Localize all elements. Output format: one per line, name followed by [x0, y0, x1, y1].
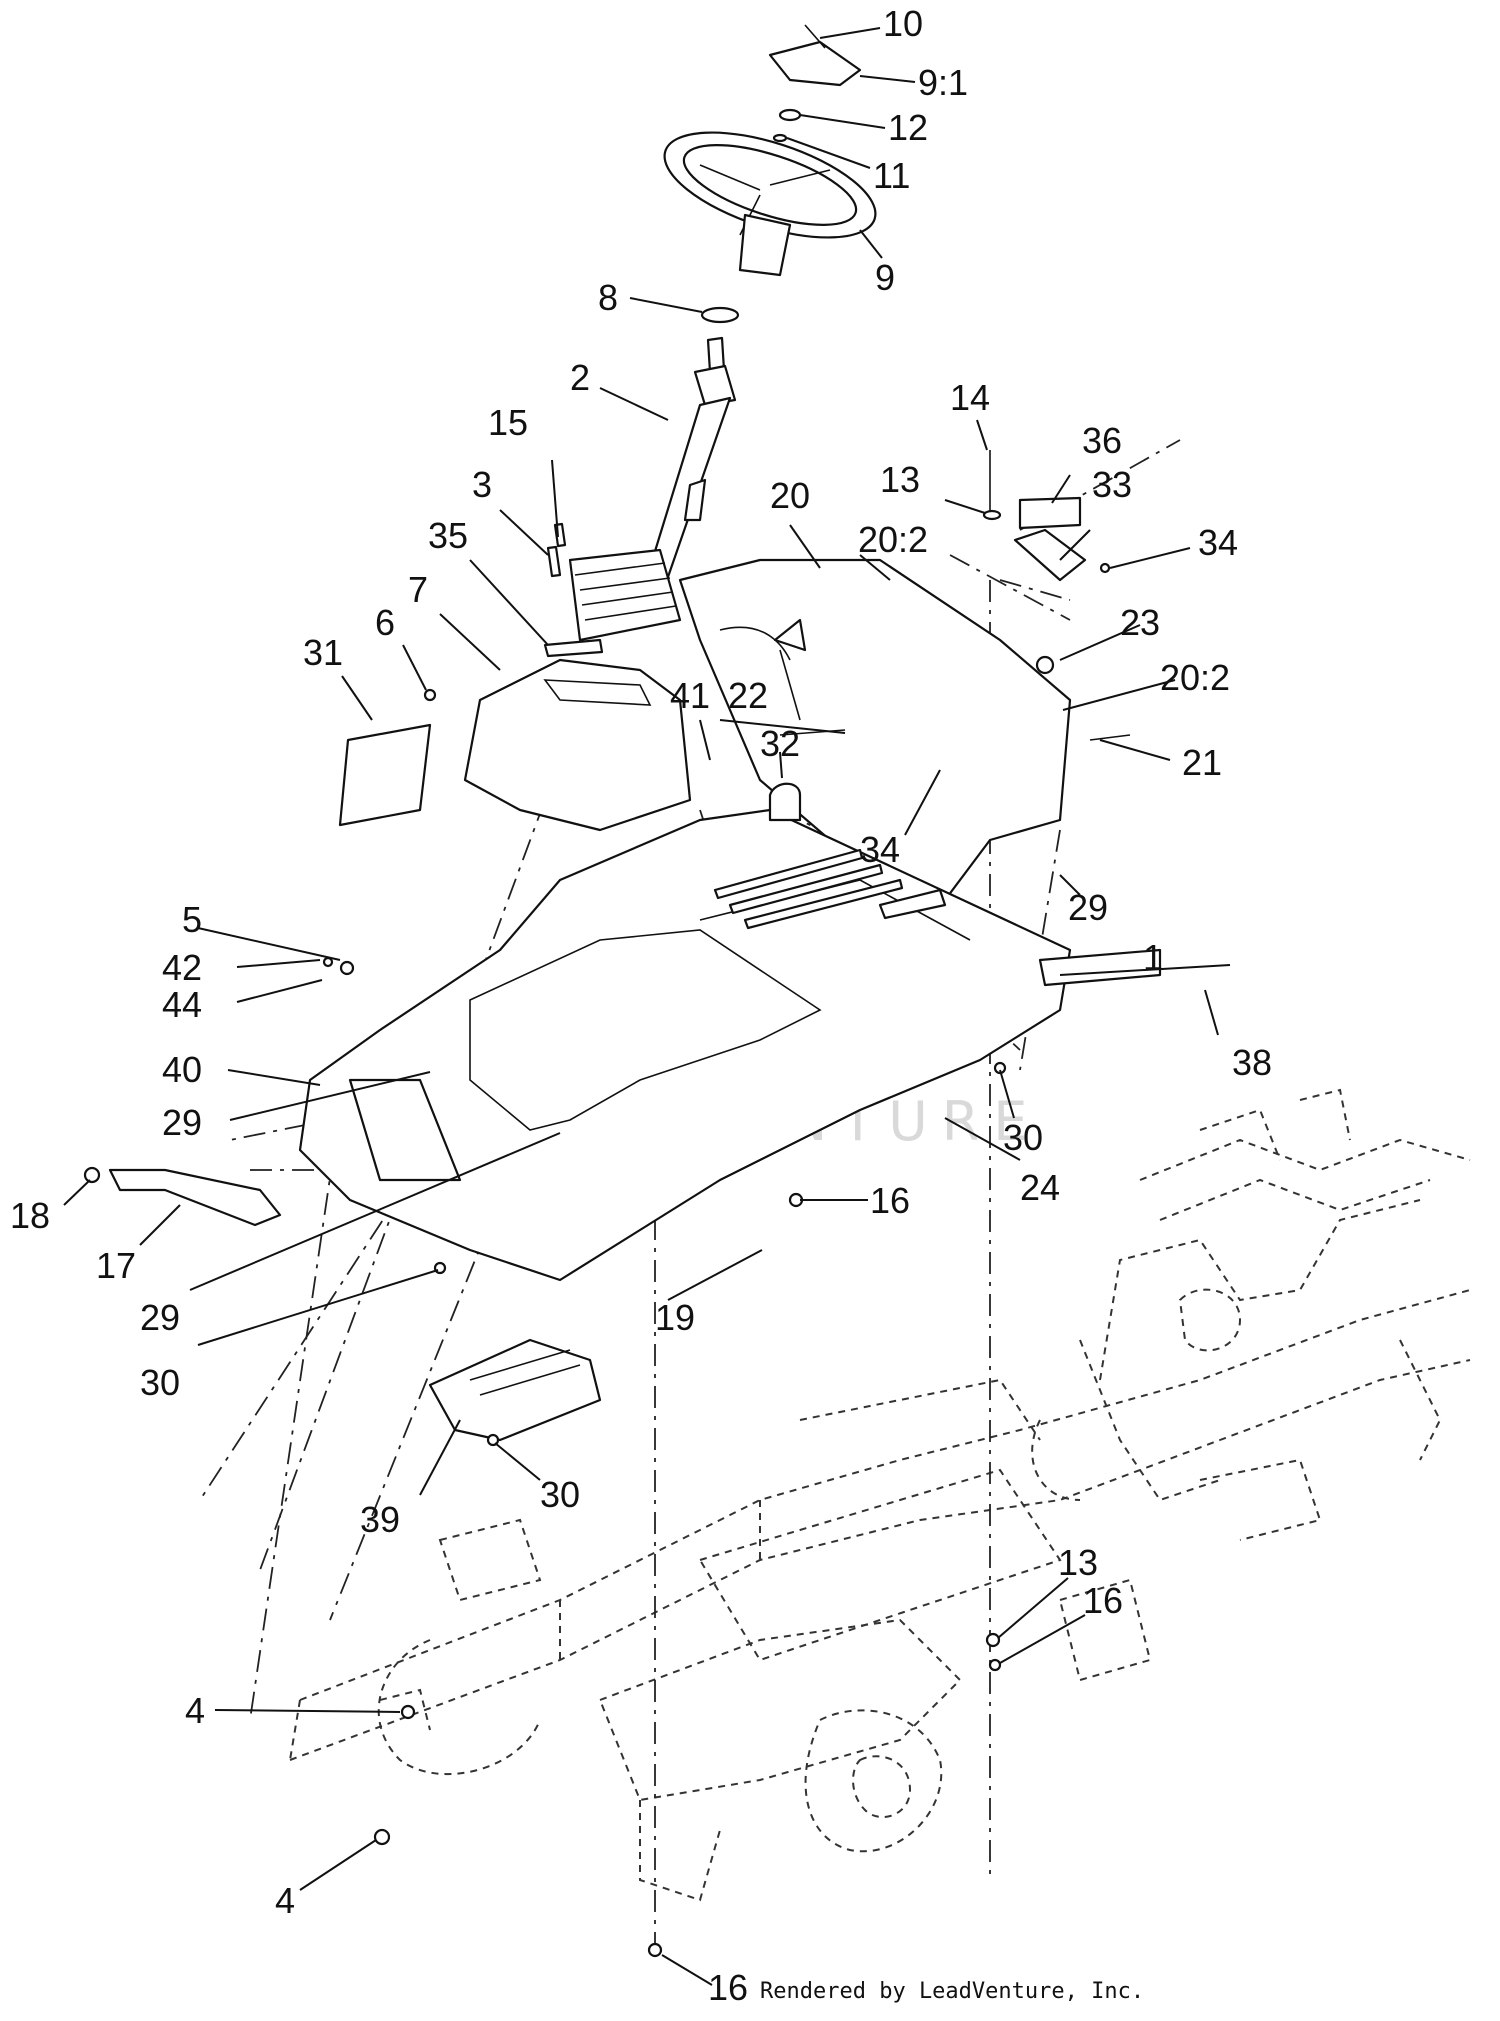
callout-17: 17	[96, 1245, 136, 1286]
callout-29-lower: 29	[140, 1297, 180, 1338]
washer-23	[1035, 655, 1055, 675]
callout-36: 36	[1082, 420, 1122, 461]
callout-22: 22	[728, 675, 768, 716]
callout-19: 19	[655, 1297, 695, 1338]
callout-38: 38	[1232, 1042, 1272, 1083]
callout-20-2-a: 20:2	[858, 519, 928, 560]
callout-31: 31	[303, 632, 343, 673]
callout-8: 8	[598, 277, 618, 318]
seat-support-20	[678, 558, 1072, 962]
render-credit: Rendered by LeadVenture, Inc.	[760, 1979, 1144, 2004]
callout-4-lower: 4	[275, 1880, 295, 1921]
callout-4-upper: 4	[185, 1690, 205, 1731]
callout-18: 18	[10, 1195, 50, 1236]
callout-16-mid: 16	[870, 1180, 910, 1221]
callout-20-2-b: 20:2	[1160, 657, 1230, 698]
cup-holder-32	[768, 782, 802, 822]
callout-20: 20	[770, 475, 810, 516]
steering-cap	[768, 40, 862, 87]
nut-5	[339, 960, 355, 976]
nut-16-bottom	[647, 1942, 663, 1958]
callout-12: 12	[888, 107, 928, 148]
nut-12	[778, 108, 802, 122]
callout-21: 21	[1182, 742, 1222, 783]
callout-42: 42	[162, 947, 202, 988]
callout-7: 7	[408, 569, 428, 610]
leader-lines	[63, 27, 1231, 1986]
nut-4-upper	[400, 1704, 416, 1720]
steering-wheel-assembly	[543, 24, 877, 658]
callout-34-right: 34	[1198, 522, 1238, 563]
washer-13-lower	[985, 1632, 1001, 1648]
callout-24: 24	[1020, 1167, 1060, 1208]
callout-13-lower: 13	[1058, 1542, 1098, 1583]
callout-14: 14	[950, 377, 990, 418]
callout-30-right: 30	[1003, 1117, 1043, 1158]
callout-3: 3	[472, 464, 492, 505]
callout-13-top: 13	[880, 459, 920, 500]
washer-13	[982, 509, 1002, 521]
callout-39: 39	[360, 1499, 400, 1540]
nut-16-lower	[988, 1658, 1002, 1672]
rail-38	[1038, 948, 1162, 987]
dash-cover-7	[463, 658, 692, 832]
decal-31	[338, 723, 432, 827]
callout-35: 35	[428, 515, 468, 556]
callout-labels: 10 9:1 12 11 9 8 2 15 3 35 7 6 31 14 13 …	[10, 3, 1272, 2008]
callout-33: 33	[1092, 464, 1132, 505]
bracket-39	[428, 1338, 602, 1442]
dash-cover	[338, 658, 692, 832]
bracket-33	[1013, 528, 1087, 582]
lower-hardware	[83, 1061, 1007, 1958]
callout-5: 5	[182, 899, 202, 940]
callout-30-bottom: 30	[540, 1474, 580, 1515]
callout-15: 15	[488, 402, 528, 443]
spacer-8	[700, 306, 740, 324]
seal-35	[543, 638, 604, 658]
callout-11: 11	[873, 155, 910, 196]
callout-2: 2	[570, 357, 590, 398]
callout-32: 32	[760, 723, 800, 764]
nut-4-lower	[373, 1828, 391, 1846]
callout-16-lower: 16	[1083, 1580, 1123, 1621]
callout-23: 23	[1120, 602, 1160, 643]
callout-9-1: 9:1	[918, 62, 968, 103]
bumper-36	[1018, 496, 1082, 530]
nut-34	[1099, 562, 1111, 574]
screw-6	[423, 688, 437, 702]
callout-10: 10	[883, 3, 923, 44]
callout-29-left: 29	[162, 1102, 202, 1143]
callout-6: 6	[375, 602, 395, 643]
callout-30-left: 30	[140, 1362, 180, 1403]
callout-44: 44	[162, 984, 202, 1025]
callout-40: 40	[162, 1049, 202, 1090]
steering-hub	[738, 213, 792, 277]
washer-11	[772, 133, 788, 143]
callout-1: 1	[1143, 937, 1163, 978]
washer-44	[322, 956, 334, 968]
callout-34-mid: 34	[860, 829, 900, 870]
callout-41: 41	[670, 675, 710, 716]
callout-16-bottom: 16	[708, 1967, 748, 2008]
grab-handle-17	[108, 1168, 282, 1227]
bolt-18	[83, 1166, 101, 1184]
callout-29-right: 29	[1068, 887, 1108, 928]
seat-support	[678, 450, 1131, 962]
callout-9: 9	[875, 257, 895, 298]
